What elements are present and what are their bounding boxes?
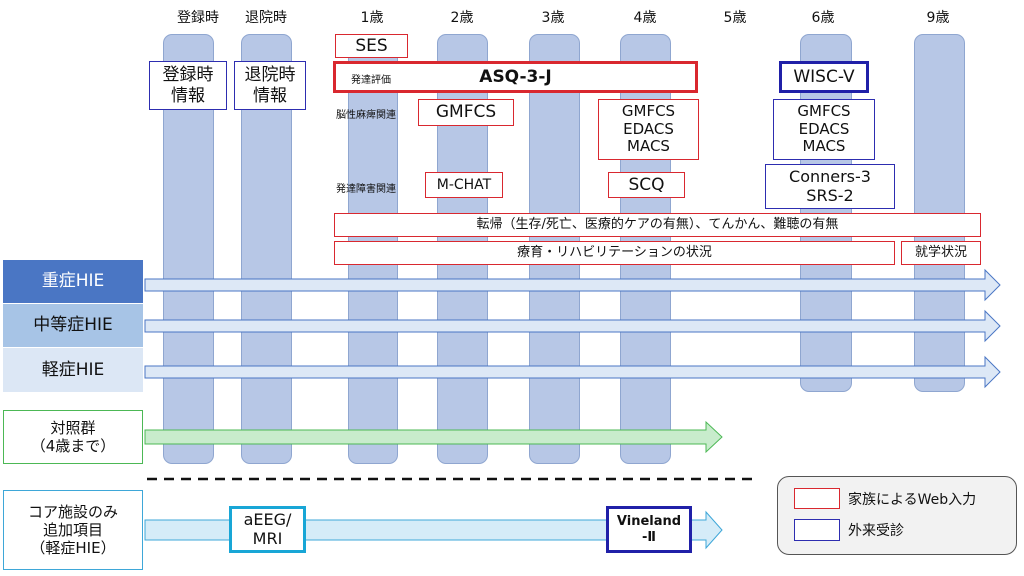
dev-eval-label: 発達評価	[351, 75, 391, 86]
scq-box: SCQ	[608, 172, 685, 198]
arrow-severe	[144, 268, 1001, 302]
header-age-2: 2歳	[450, 10, 474, 26]
arrow-moderate	[144, 309, 1001, 343]
group-mild-hie: 軽症HIE	[3, 348, 143, 392]
outcome-box: 転帰（生存/死亡、医療的ケアの有無）、てんかん、難聴の有無	[334, 213, 981, 237]
header-discharge: 退院時	[245, 10, 287, 26]
header-age-9: 9歳	[926, 10, 950, 26]
group-moderate-hie: 中等症HIE	[3, 304, 143, 347]
school-box: 就学状況	[901, 241, 981, 265]
group-core-facility: コア施設のみ 追加項目 （軽症HIE）	[3, 490, 143, 570]
asq-label: ASQ-3-J	[479, 67, 552, 87]
conners-srs-box: Conners-3 SRS-2	[765, 164, 895, 209]
gmfcs-age2-box: GMFCS	[418, 99, 514, 126]
vineland-box: Vineland -Ⅱ	[606, 506, 692, 553]
header-registration: 登録時	[177, 10, 219, 26]
header-age-3: 3歳	[541, 10, 565, 26]
header-age-5: 5歳	[723, 10, 747, 26]
legend: 家族によるWeb入力 外来受診	[777, 476, 1017, 555]
group-severe-hie: 重症HIE	[3, 260, 143, 303]
cp-age6-box: GMFCS EDACS MACS	[773, 99, 875, 160]
header-age-6: 6歳	[811, 10, 835, 26]
cp-label: 脳性麻痺関連	[336, 110, 396, 121]
arrow-control	[144, 420, 723, 454]
rehab-box: 療育・リハビリテーションの状況	[334, 241, 895, 265]
mchat-box: M-CHAT	[425, 172, 503, 198]
cp-age4-box: GMFCS EDACS MACS	[598, 99, 699, 160]
legend-label-family-web: 家族によるWeb入力	[848, 492, 977, 508]
legend-label-outpatient: 外来受診	[848, 523, 904, 539]
asq-box: 発達評価 ASQ-3-J	[333, 61, 698, 93]
registration-info-box: 登録時 情報	[149, 61, 227, 110]
legend-swatch-blue	[794, 519, 840, 541]
discharge-info-box: 退院時 情報	[234, 61, 306, 110]
legend-swatch-red	[794, 488, 840, 509]
arrow-mild	[144, 355, 1001, 389]
dd-label: 発達障害関連	[336, 184, 396, 195]
header-age-1: 1歳	[360, 10, 384, 26]
aeeg-mri-box: aEEG/ MRI	[229, 506, 306, 553]
wisc-box: WISC-V	[779, 61, 869, 93]
header-age-4: 4歳	[633, 10, 657, 26]
group-control: 対照群 （4歳まで）	[3, 410, 143, 464]
ses-box: SES	[335, 34, 408, 58]
